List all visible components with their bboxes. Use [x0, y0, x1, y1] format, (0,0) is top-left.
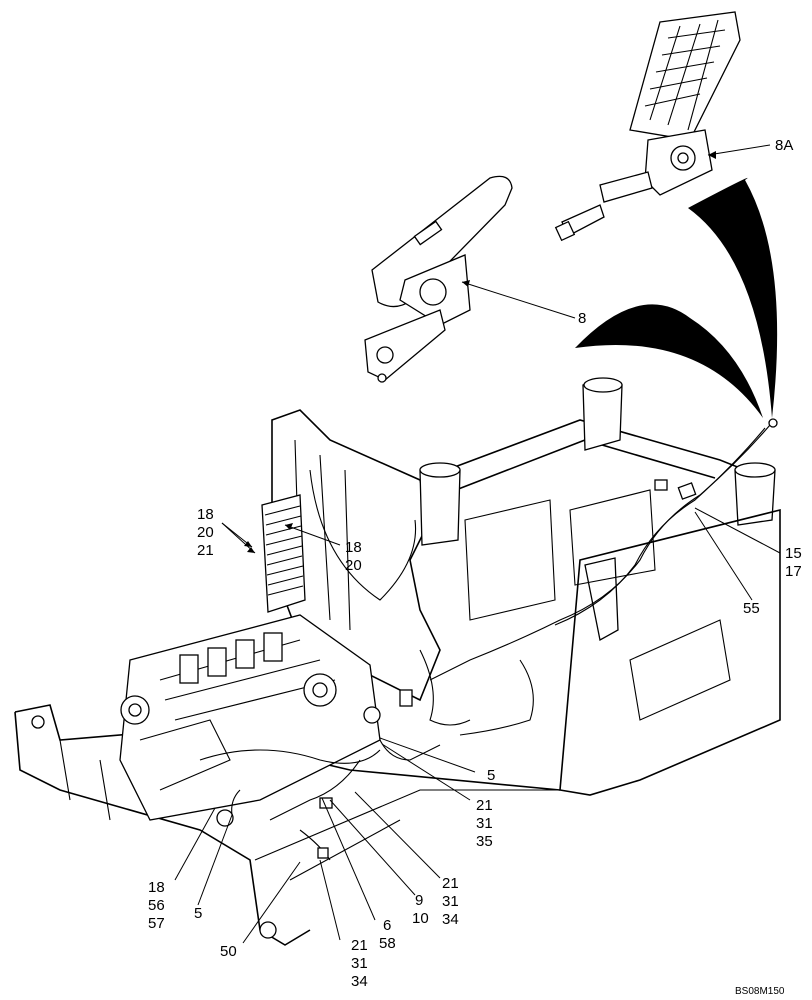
- indicator-arrow-lower: [575, 304, 763, 418]
- callout-8: 8: [578, 310, 586, 327]
- callout-9: 9: [415, 892, 423, 909]
- callout-18-f: 18: [148, 879, 165, 896]
- callout-21-d: 21: [442, 875, 459, 892]
- callout-50: 50: [220, 943, 237, 960]
- callout-21-a: 21: [197, 542, 214, 559]
- callout-35-c: 35: [476, 833, 493, 850]
- callout-31-d: 31: [442, 893, 459, 910]
- figure-reference: BS08M150: [735, 986, 785, 997]
- callout-5-right: 5: [487, 767, 495, 784]
- callout-34-d: 34: [442, 911, 459, 928]
- foot-pedal-8: [364, 175, 513, 383]
- callout-18-a: 18: [197, 506, 214, 523]
- callout-5-left: 5: [194, 905, 202, 922]
- callout-20-b: 20: [345, 557, 362, 574]
- callout-31-c: 31: [476, 815, 493, 832]
- foot-pedal-8a: [554, 11, 741, 242]
- callout-56-f: 56: [148, 897, 165, 914]
- callout-55: 55: [743, 600, 760, 617]
- callout-21-c: 21: [476, 797, 493, 814]
- callout-18-b: 18: [345, 539, 362, 556]
- indicator-arrow-upper: [688, 177, 778, 418]
- callout-10: 10: [412, 910, 429, 927]
- callout-58: 58: [379, 935, 396, 952]
- callout-21-e: 21: [351, 937, 368, 954]
- wiring-harness: [231, 418, 778, 861]
- callout-6: 6: [383, 917, 391, 934]
- callout-20-a: 20: [197, 524, 214, 541]
- callout-57-f: 57: [148, 915, 165, 932]
- callout-17: 17: [785, 563, 802, 580]
- callout-34-e: 34: [351, 973, 368, 990]
- callout-15: 15: [785, 545, 802, 562]
- callout-31-e: 31: [351, 955, 368, 972]
- callout-8a: 8A: [775, 137, 793, 154]
- leader-lines: [174, 144, 781, 944]
- engine-assembly: [119, 614, 381, 827]
- cooler-grille: [261, 494, 306, 613]
